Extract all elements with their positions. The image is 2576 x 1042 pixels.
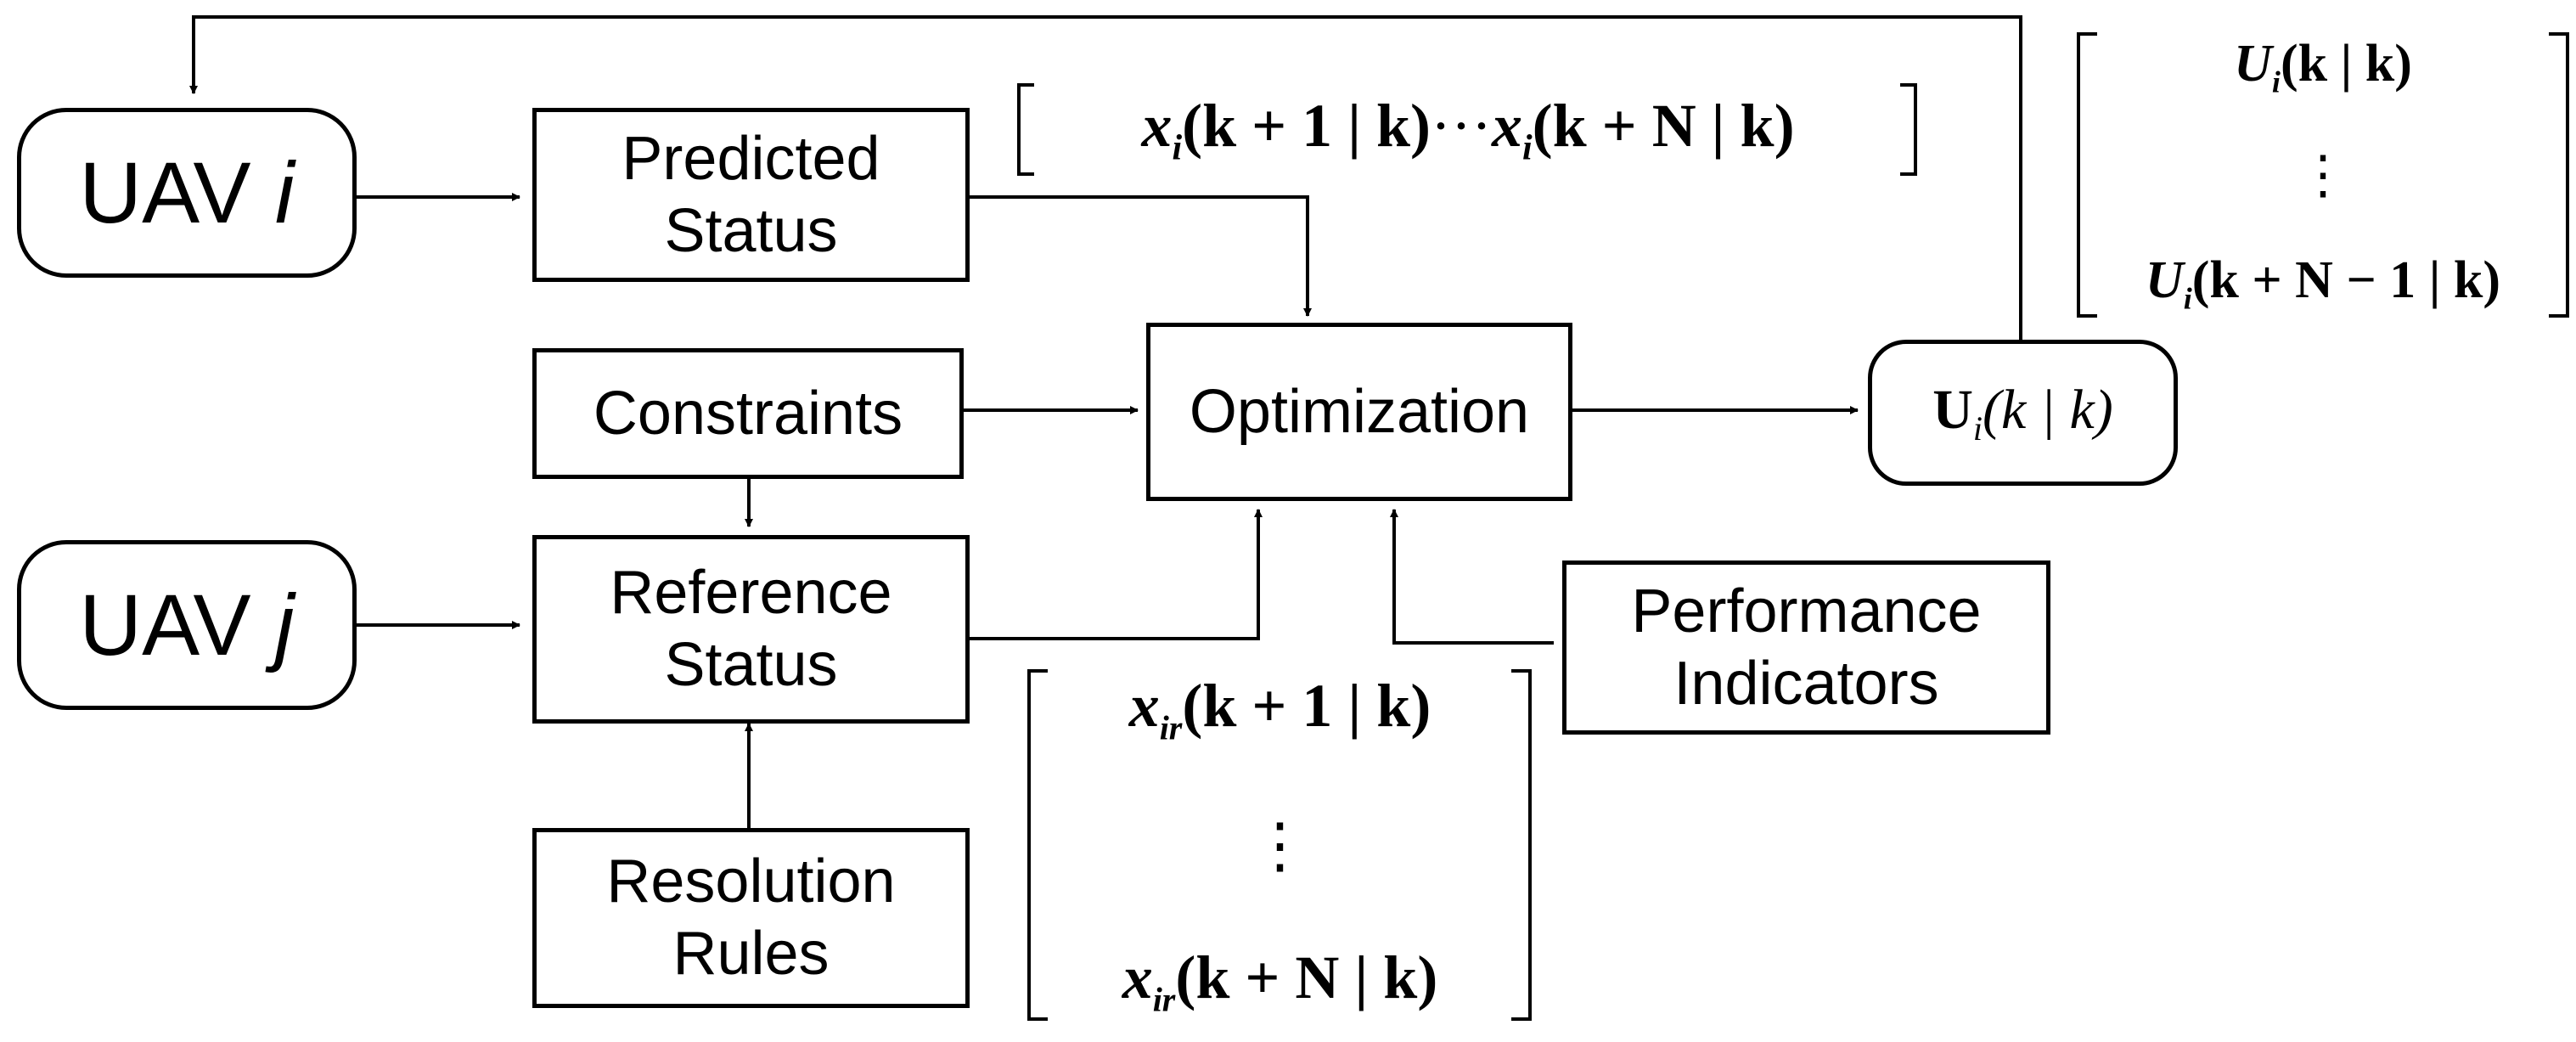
performance-indicators-line1: Performance [1631,577,1982,645]
performance-indicators-line2: Indicators [1673,649,1939,718]
resolution-rules-line1: Resolution [606,848,896,916]
control-seq-var-last: U [2145,251,2184,309]
reference-seq-vdots: ⋮ [1249,811,1311,880]
control-seq-last: (k + N − 1 | k) [2191,251,2501,309]
control-output-subscript: i [1972,409,1983,448]
reference-seq-var-last: x [1122,943,1153,1011]
feedback-output-to-uav-i [189,15,2022,340]
resolution-rules-block: Resolution Rules [532,828,970,1008]
reference-sequence-annotation: xir(k + 1 | k) ⋮ xir(k + N | k) [1053,671,1507,1019]
predicted-seq-last: (k + N | k) [1532,91,1795,160]
arrow-reference-to-optimization [970,509,1263,640]
reference-seq-sub: ir [1159,708,1183,747]
predicted-seq-var: x [1141,91,1173,160]
reference-seq-var: x [1128,672,1160,740]
performance-indicators-block: Performance Indicators [1562,560,2050,735]
control-seq-vdots: ⋮ [2297,147,2349,205]
reference-status-line2: Status [664,631,838,699]
uav-j-node: UAV j [17,540,357,710]
predicted-seq-var-last: x [1491,91,1522,160]
constraints-block: Constraints [532,348,964,479]
uav-j-variable: j [274,576,295,673]
control-seq-sub: i [2271,65,2281,99]
predicted-seq-sub-last: i [1521,128,1533,168]
predicted-seq-dots: ··· [1431,91,1492,160]
control-seq-var: U [2234,35,2272,93]
control-seq-sub-last: i [2183,281,2192,315]
optimization-block: Optimization [1146,323,1572,501]
control-output-node: Ui(k | k) [1868,340,2178,486]
uav-i-node: UAV i [17,108,357,278]
resolution-rules-line2: Rules [672,920,830,988]
reference-seq-first: (k + 1 | k) [1182,672,1431,740]
matrix-brackets [1017,32,2569,1021]
predicted-seq-first: (k + 1 | k) [1182,91,1431,160]
reference-seq-last: (k + N | k) [1175,943,1438,1011]
arrow-predicted-to-optimization [970,195,1312,317]
control-output-symbol: U [1932,378,1973,441]
uav-j-prefix: UAV [79,576,251,673]
reference-status-block: Reference Status [532,535,970,724]
predicted-status-line2: Status [664,196,838,265]
uav-i-variable: i [274,144,295,241]
predicted-status-line1: Predicted [622,124,880,193]
predicted-status-block: Predicted Status [532,108,970,282]
constraints-label: Constraints [593,379,903,448]
control-sequence-annotation: Ui(k | k) ⋮ Ui(k + N − 1 | k) [2101,34,2545,316]
arrow-performance-to-optimization [1390,509,1554,645]
predicted-seq-sub: i [1172,128,1183,168]
optimization-label: Optimization [1189,377,1530,446]
uav-i-prefix: UAV [79,144,251,241]
control-output-argument: (k | k) [1983,378,2113,441]
reference-seq-sub-last: ir [1152,980,1176,1018]
control-seq-first: (k | k) [2280,35,2412,93]
predicted-sequence-annotation: xi(k + 1 | k)···xi(k + N | k) [1043,85,1893,174]
reference-status-line1: Reference [610,559,892,628]
